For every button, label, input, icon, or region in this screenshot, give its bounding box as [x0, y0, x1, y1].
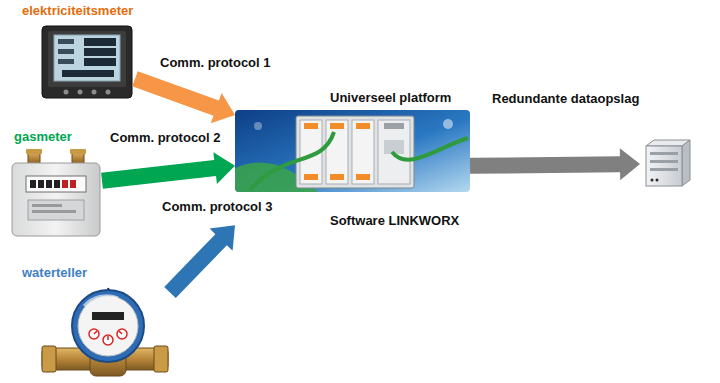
platform-picture — [330, 174, 344, 180]
meter-box: waterteller — [40, 288, 170, 378]
water-meter-picture — [92, 312, 124, 320]
gas-meter-picture — [26, 176, 86, 192]
water-meter-picture — [78, 296, 138, 356]
storage-picture — [650, 168, 678, 171]
electricity-meter-picture — [84, 58, 116, 66]
software-name: Software LINKWORX — [330, 214, 459, 229]
meter-box: elektriciteitsmeter — [40, 24, 135, 100]
platform-picture — [296, 116, 414, 188]
platform-picture — [235, 110, 470, 192]
platform-picture — [392, 138, 468, 160]
water-meter-picture — [72, 290, 144, 362]
platform-picture — [304, 174, 318, 180]
platform-picture — [250, 132, 334, 190]
gas-meter-picture — [28, 200, 84, 220]
gas-meter-picture — [46, 180, 52, 188]
gas-meter-picture — [26, 149, 42, 154]
electricity-meter-picture — [42, 26, 132, 98]
water-meter-picture — [94, 331, 122, 340]
gas-meter-picture — [70, 149, 86, 154]
storage-picture — [650, 152, 678, 155]
storage-picture — [646, 146, 682, 186]
protocol-label: Comm. protocol 1 — [160, 56, 271, 71]
flow-arrow — [470, 148, 640, 180]
water-meter-picture — [84, 296, 118, 306]
water-meter-picture — [42, 346, 56, 372]
storage-heading: Redundante dataopslag — [492, 92, 639, 107]
gas-meter-picture — [54, 180, 60, 188]
electricity-meter-picture — [78, 90, 83, 95]
gas-meter-picture — [32, 210, 76, 213]
platform-picture — [356, 123, 370, 129]
meter-heading: waterteller — [22, 266, 87, 281]
electricity-meter-picture — [58, 39, 74, 44]
storage-picture — [656, 179, 659, 182]
electricity-meter-picture — [84, 38, 116, 46]
platform-picture — [443, 119, 453, 129]
storage-picture — [651, 179, 654, 182]
storage-box: Redundante dataopslag — [640, 140, 690, 188]
meter-box: gasmeter — [10, 150, 102, 238]
electricity-meter-picture — [64, 90, 69, 95]
platform-picture — [326, 120, 348, 184]
meter-heading: gasmeter — [14, 130, 72, 145]
storage-picture — [682, 140, 690, 186]
gas-meter-picture — [30, 180, 36, 188]
gas-meter-picture — [70, 180, 76, 188]
protocol-label: Comm. protocol 3 — [162, 200, 273, 215]
electricity-meter-picture — [54, 35, 120, 81]
electricity-meter-picture — [106, 90, 111, 95]
storage-picture — [646, 140, 690, 186]
gas-meter-picture — [38, 180, 44, 188]
gas-meter-picture — [32, 204, 62, 207]
platform-picture — [304, 123, 318, 129]
platform-picture — [254, 122, 262, 130]
storage-picture — [650, 160, 678, 163]
flow-arrow — [164, 225, 235, 298]
platform-picture — [352, 120, 374, 184]
electricity-meter-picture — [58, 49, 74, 54]
flow-arrow — [101, 152, 235, 189]
flow-arrow — [132, 71, 235, 123]
electricity-meter-picture — [84, 48, 116, 56]
gas-meter-picture — [12, 163, 100, 236]
electricity-meter-picture — [62, 70, 114, 77]
gas-meter-picture — [12, 149, 100, 236]
platform-picture — [384, 123, 404, 129]
electricity-meter-picture — [48, 31, 126, 87]
protocol-label: Comm. protocol 2 — [110, 131, 221, 146]
platform-picture — [235, 110, 470, 192]
gas-meter-picture — [62, 180, 68, 188]
water-meter-picture — [42, 288, 168, 376]
platform-heading: Universeel platform — [330, 91, 451, 106]
platform-box: Universeel platformSoftware LINKWORX — [235, 110, 470, 234]
electricity-meter-picture — [58, 59, 74, 64]
meter-heading: elektriciteitsmeter — [22, 4, 133, 19]
platform-picture — [356, 174, 370, 180]
electricity-meter-picture — [42, 26, 132, 98]
water-meter-picture — [154, 346, 168, 372]
electricity-meter-picture — [92, 90, 97, 95]
platform-picture — [330, 123, 344, 129]
